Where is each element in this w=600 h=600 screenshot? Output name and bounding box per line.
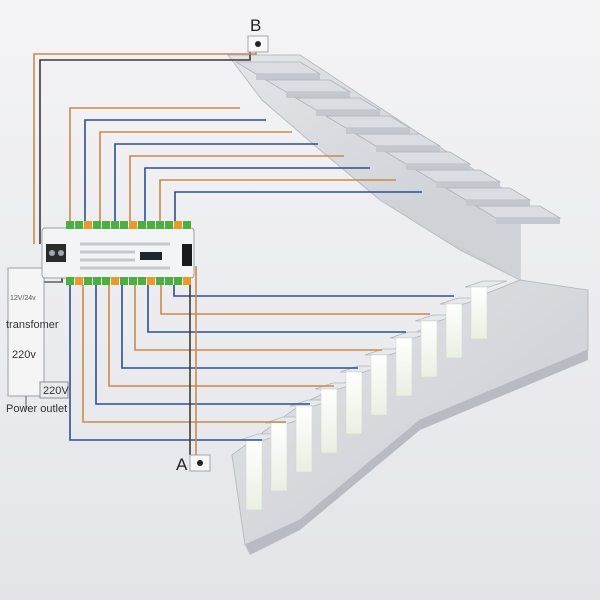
outlet-voltage-label: 220V [43,385,69,397]
terminal-block [183,221,191,229]
lower-step-wire [173,285,454,297]
upper-step-riser [346,128,410,134]
terminal-block [102,277,110,285]
sensor-b-cable [39,50,251,244]
lower-step-led-riser [395,337,413,397]
upper-step-wire [99,131,292,221]
lower-step-wire [134,285,382,351]
lower-step-led-riser [420,320,438,378]
upper-step-group [234,61,562,224]
lower-step-led-riser [370,354,388,416]
upper-step-riser [406,164,470,170]
lower-step-wire [82,285,286,423]
lower-step-led-riser [345,371,363,435]
lower-step-led-riser [270,422,288,492]
terminal-block [174,277,182,285]
terminal-row-top [66,221,191,229]
lower-step-wire [108,285,334,387]
terminal-block [120,221,128,229]
terminal-block [156,277,164,285]
lower-step-led-riser [245,439,263,511]
lower-step-wire [121,285,358,369]
upper-step-wire [159,179,396,221]
upper-step-riser [286,92,350,98]
transformer-label: transfomer [6,319,59,331]
terminal-block [129,277,137,285]
sensor-a-label: A [176,455,188,474]
lower-step-wire [69,285,262,441]
upper-step-riser [256,74,320,80]
sensor-b: B [247,16,269,53]
input-voltage-label: 220v [12,349,36,361]
power-outlet-label: Power outlet [6,403,67,415]
terminal-block [111,277,119,285]
terminal-block [75,221,83,229]
terminal-block [66,277,74,285]
terminal-block [165,277,173,285]
status-display [140,252,162,260]
power-terminal [46,244,66,262]
terminal-block [138,221,146,229]
upper-step-riser [376,146,440,152]
terminal-block [84,277,92,285]
upper-step-riser [496,218,560,224]
upper-staircase [226,54,521,281]
lower-step-led-riser [445,303,463,359]
transformer-unit: 12V/24v transfomer 220v [6,267,62,410]
terminal-block [183,277,191,285]
upper-step-wire [114,143,318,221]
lower-step-led-riser [320,388,338,454]
terminal-row-bottom [66,277,191,285]
terminal-block [93,221,101,229]
lower-step-wire [95,285,310,405]
terminal-block [111,221,119,229]
upper-step-riser [436,182,500,188]
terminal-block [156,221,164,229]
upper-step-wire [129,155,344,221]
terminal-block [102,221,110,229]
terminal-block [165,221,173,229]
lower-step-wire [147,285,406,333]
upper-step-wire [69,107,240,221]
terminal-block [129,221,137,229]
upper-step-riser [466,200,530,206]
terminal-block [147,277,155,285]
sensor-b-label: B [250,16,261,35]
upper-step-wire [144,167,370,221]
lower-step-led-riser [470,286,488,340]
sensor-a: A [176,454,211,474]
terminal-block [147,221,155,229]
terminal-block [84,221,92,229]
terminal-block [93,277,101,285]
terminal-block [75,277,83,285]
upper-step-wire [84,119,266,221]
sensor-port [182,244,192,266]
lower-step-group [239,280,508,511]
terminal-block [174,221,182,229]
lower-step-wire [160,285,430,315]
transformer-voltage-label: 12V/24v [10,295,36,302]
power-outlet: 220V Power outlet [6,381,69,415]
terminal-block [138,277,146,285]
terminal-block [120,277,128,285]
upper-step-wire [174,191,422,221]
lower-step-led-riser [295,405,313,473]
upper-step-riser [316,110,380,116]
controller-board [41,221,195,285]
terminal-block [66,221,74,229]
